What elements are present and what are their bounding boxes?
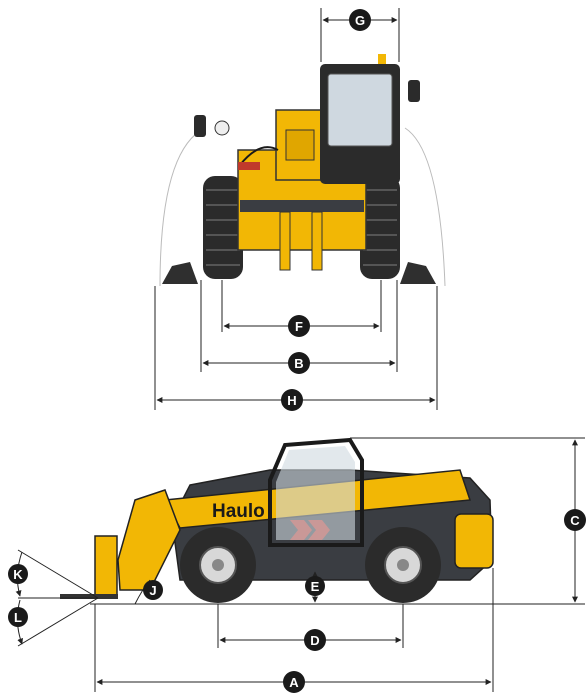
label-D: D — [310, 633, 319, 648]
dimension-B: B — [200, 280, 398, 374]
label-L: L — [14, 610, 22, 625]
front-carriage — [240, 200, 364, 212]
side-fork-tine — [60, 594, 118, 599]
front-view — [159, 54, 446, 287]
label-J: J — [149, 583, 156, 598]
front-left-mirror — [194, 115, 206, 137]
side-cab — [268, 437, 364, 547]
label-E: E — [311, 579, 320, 594]
front-fork-right — [311, 211, 323, 271]
dimension-J: J — [134, 579, 163, 605]
label-G: G — [355, 13, 365, 28]
side-view: Haulo — [60, 437, 580, 605]
side-counterweight — [454, 513, 494, 569]
side-boom-arm — [117, 489, 181, 591]
label-C: C — [570, 513, 580, 528]
label-H: H — [287, 393, 296, 408]
side-cab-window — [276, 446, 355, 540]
left-stabilizer-pad — [162, 262, 198, 284]
dimension-G: G — [320, 8, 400, 62]
front-cab-window — [327, 73, 393, 147]
label-A: A — [289, 675, 299, 690]
dimension-K-L: K L — [8, 549, 99, 647]
dimension-D: D — [217, 604, 404, 651]
front-right-mirror — [408, 80, 420, 102]
front-fork-left — [279, 211, 291, 271]
beacon-light — [378, 54, 386, 64]
label-B: B — [294, 356, 303, 371]
dimension-F: F — [221, 280, 382, 337]
dimension-H: H — [154, 286, 438, 411]
brand-logo-text: Haulo — [212, 501, 265, 522]
label-K: K — [13, 567, 23, 582]
dimension-C: C — [350, 437, 586, 605]
dimension-A: A — [94, 568, 494, 693]
right-stabilizer-pad — [400, 262, 436, 284]
front-right-tire — [360, 176, 400, 279]
dimension-E: E — [305, 571, 325, 603]
front-left-tire — [203, 176, 243, 279]
label-F: F — [295, 319, 303, 334]
front-light — [214, 120, 230, 136]
side-fork-carriage — [94, 535, 118, 599]
